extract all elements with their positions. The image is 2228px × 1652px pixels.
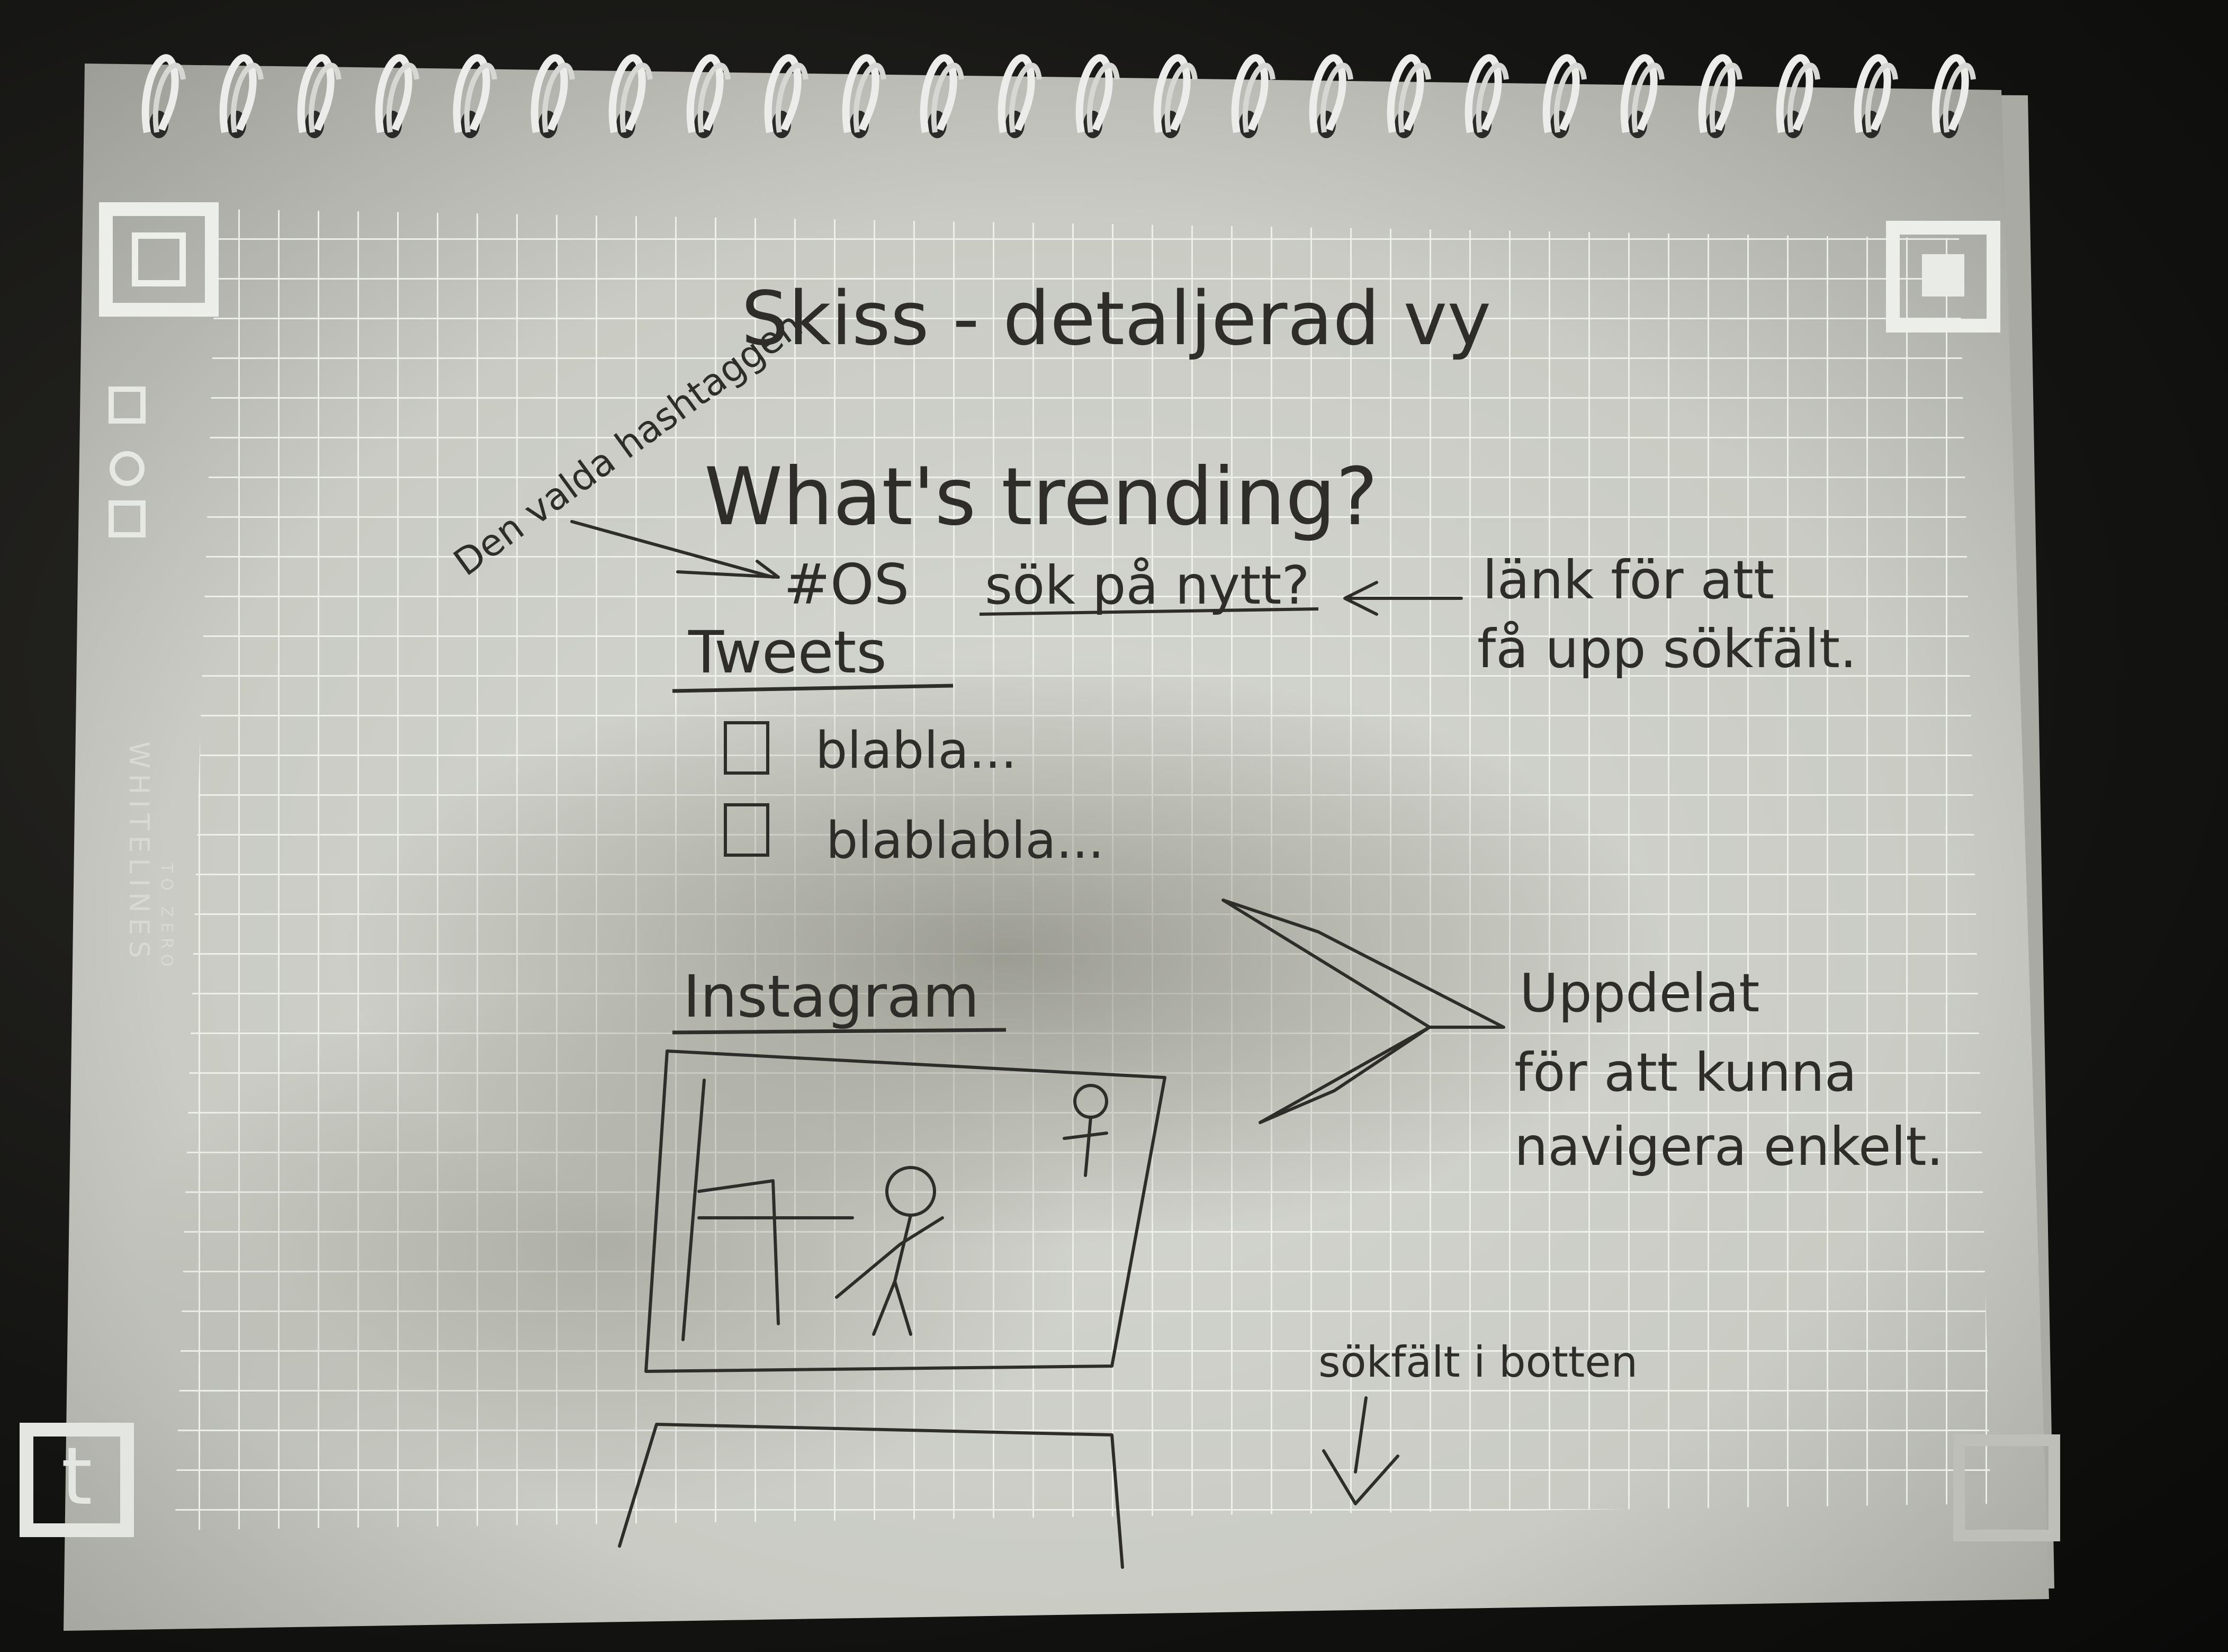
spiral-ring-inner: [542, 62, 575, 133]
spiral-ring-inner: [1943, 62, 1976, 133]
spiral-binding: [141, 54, 1976, 138]
split-note-line-3: navigera enkelt.: [1514, 1116, 1943, 1178]
spiral-ring-inner: [1086, 62, 1120, 133]
spiral-ring-inner: [1009, 62, 1042, 133]
spiral-ring: [1465, 54, 1502, 133]
brand-subtitle: TO ZERO: [157, 863, 176, 972]
spiral-ring: [1075, 54, 1113, 133]
spiral-ring-inner: [464, 62, 497, 133]
spiral-ring-inner: [230, 62, 264, 133]
hashtag-arrow: [676, 560, 780, 579]
link-note-line-2: få upp sökfält.: [1477, 618, 1857, 680]
spiral-ring-inner: [1242, 62, 1275, 133]
spiral-ring-inner: [308, 62, 342, 133]
search-down-arrow: [1322, 1396, 1399, 1505]
new-search-link: sök på nytt?: [985, 554, 1310, 616]
spiral-ring-inner: [1320, 62, 1353, 133]
split-note-line-1: Uppdelat: [1520, 962, 1759, 1024]
corner-marker-bottom-left: t: [20, 1423, 134, 1537]
spiral-ring-inner: [1709, 62, 1742, 133]
tweets-heading: Tweets: [688, 618, 887, 686]
trending-heading: What's trending?: [704, 451, 1378, 543]
corner-marker-top-right: [1886, 221, 2000, 333]
spiral-ring-inner: [1631, 62, 1665, 133]
spiral-ring: [1698, 54, 1736, 133]
spiral-ring: [1309, 54, 1346, 133]
spiral-ring: [764, 54, 802, 133]
figure-body: [835, 1214, 944, 1336]
send-icon: [109, 500, 146, 537]
spiral-ring: [1153, 54, 1191, 133]
brand-name: WHITELINES: [123, 741, 155, 964]
spiral-ring: [375, 54, 412, 133]
small-figure-body: [1063, 1116, 1108, 1177]
tweet-avatar-2: [724, 803, 769, 857]
spiral-ring-inner: [1865, 62, 1898, 133]
side-note-arrow: [570, 520, 775, 579]
spiral-ring: [998, 54, 1035, 133]
spiral-ring-inner: [775, 62, 808, 133]
link-note-arrow: [1343, 581, 1463, 616]
link-underline: [979, 607, 1319, 616]
spiral-ring-inner: [931, 62, 964, 133]
instagram-heading: Instagram: [683, 963, 980, 1030]
sketch-title: Skiss - detaljerad vy: [741, 276, 1491, 362]
search-field-sketch: [618, 1423, 1124, 1569]
spiral-ring: [1387, 54, 1424, 133]
share-icon: [110, 451, 145, 486]
split-arrow: [1221, 899, 1505, 1124]
spiral-ring: [1231, 54, 1269, 133]
spiral-ring: [531, 54, 568, 133]
spiral-ring-inner: [619, 62, 653, 133]
link-note-line-1: länk för att: [1483, 549, 1774, 611]
search-bottom-note: sökfält i botten: [1318, 1337, 1638, 1387]
tweet-1: blabla...: [815, 722, 1017, 780]
spiral-ring: [1931, 54, 1969, 133]
spiral-ring-inner: [1787, 62, 1820, 133]
spiral-ring: [297, 54, 335, 133]
tweet-avatar-1: [724, 721, 769, 775]
notebook-page: [64, 64, 2049, 1631]
spiral-ring: [141, 54, 179, 133]
spiral-ring: [1620, 54, 1658, 133]
hashtag-label: #OS: [784, 552, 909, 617]
spiral-ring-inner: [1476, 62, 1509, 133]
spiral-ring: [842, 54, 879, 133]
spiral-ring-inner: [1553, 62, 1587, 133]
brand-label: WHITELINES TO ZERO: [123, 741, 176, 972]
spiral-ring-inner: [853, 62, 886, 133]
spiral-ring: [1776, 54, 1813, 133]
spiral-ring: [686, 54, 724, 133]
spiral-ring: [219, 54, 257, 133]
spiral-ring: [453, 54, 490, 133]
spiral-ring: [608, 54, 646, 133]
spiral-ring: [1854, 54, 1891, 133]
spiral-ring-inner: [386, 62, 419, 133]
spiral-ring-inner: [1164, 62, 1198, 133]
instagram-image-frame: [644, 1049, 1166, 1373]
spiral-ring-inner: [152, 62, 186, 133]
tweets-underline: [672, 684, 954, 693]
svg-text:t: t: [61, 1431, 93, 1523]
instagram-underline: [672, 1028, 1007, 1035]
spiral-ring-inner: [697, 62, 731, 133]
camera-icon: [109, 387, 146, 424]
page-side-icons: [109, 387, 146, 537]
corner-marker-top-left: [99, 202, 219, 317]
tweet-2: blablabla...: [826, 812, 1104, 870]
spiral-ring: [920, 54, 957, 133]
spiral-ring: [1542, 54, 1580, 133]
corner-marker-bottom-right: [1953, 1434, 2060, 1541]
sketch-furniture: [681, 1079, 854, 1341]
spiral-ring-inner: [1398, 62, 1431, 133]
split-note-line-2: för att kunna: [1514, 1042, 1857, 1103]
